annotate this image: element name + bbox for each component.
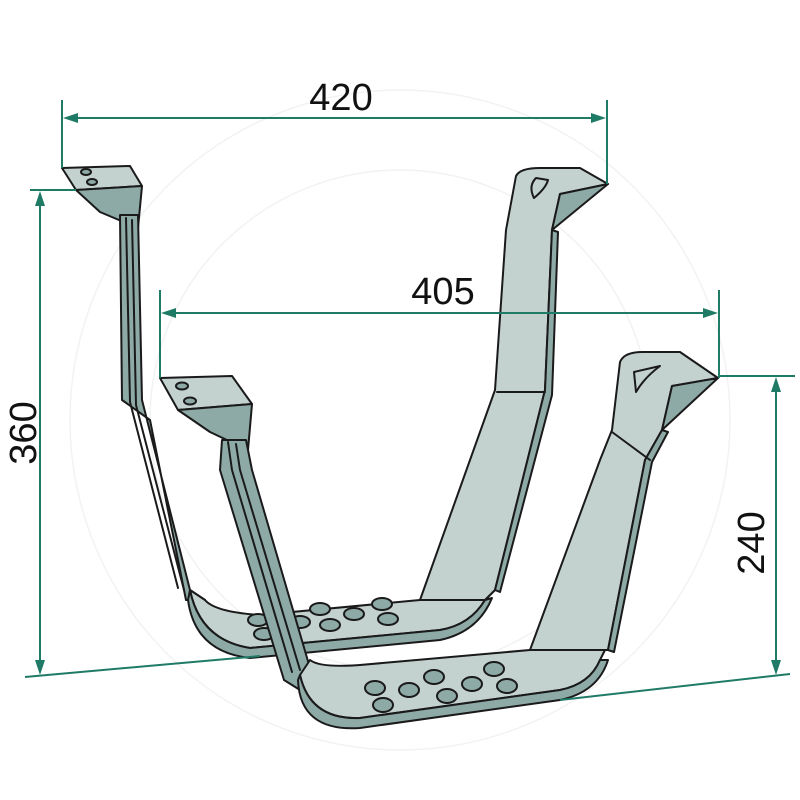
dimension-360: 360	[3, 189, 261, 678]
dimension-420-label: 420	[309, 77, 372, 119]
front-bracket	[159, 351, 719, 730]
dimension-240-label: 240	[731, 511, 773, 574]
dimension-405: 405	[159, 271, 720, 378]
dimension-240: 240	[559, 375, 795, 701]
dimension-360-label: 360	[3, 401, 45, 464]
rear-bracket	[61, 165, 609, 659]
front-tread-holes	[364, 661, 518, 713]
dimension-420: 420	[61, 77, 608, 184]
front-left-mount-tab	[159, 375, 253, 451]
dimension-405-label: 405	[411, 271, 474, 313]
